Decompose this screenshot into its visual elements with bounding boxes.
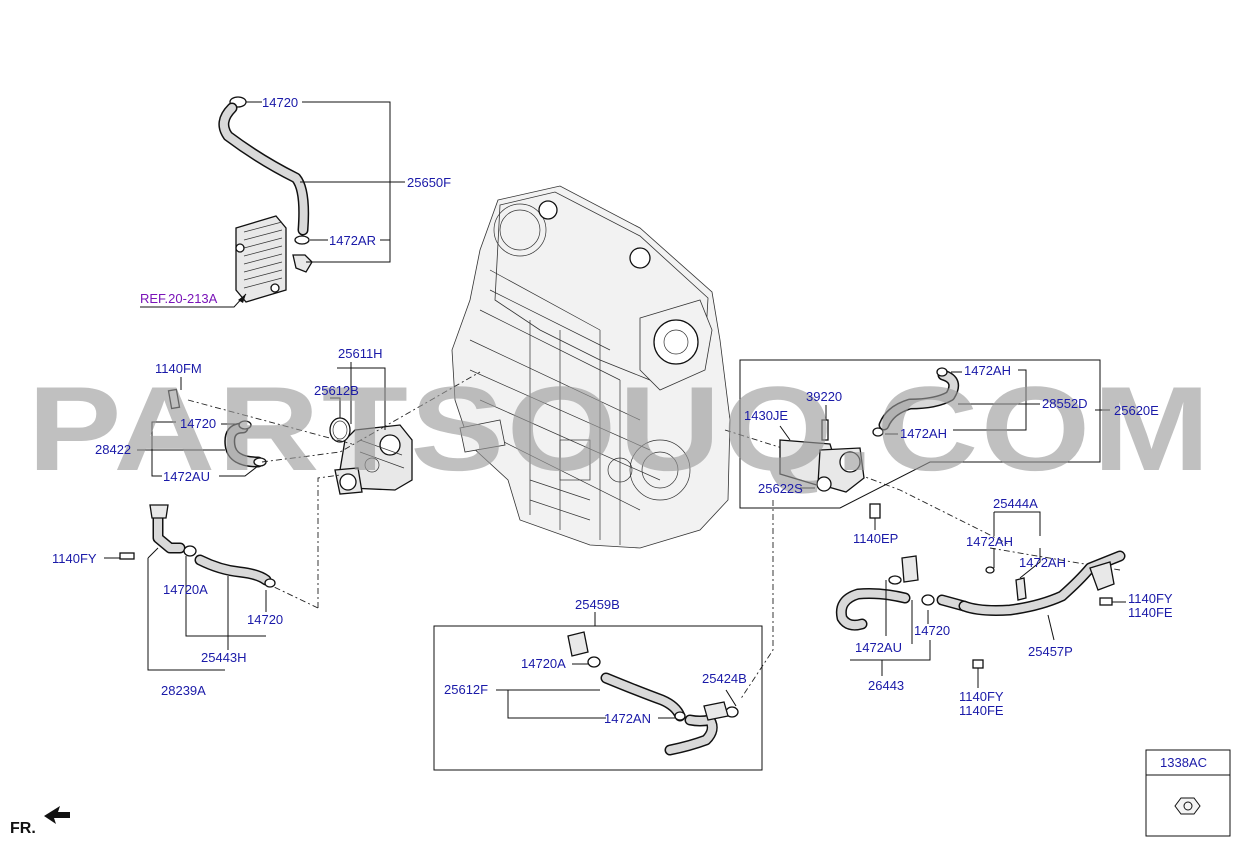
label-14720-top[interactable]: 14720 <box>262 95 298 110</box>
label-25650F[interactable]: 25650F <box>407 175 451 190</box>
front-label: FR. <box>10 820 36 837</box>
coolant-pipe-28239A <box>104 504 276 671</box>
label-1140FE-right[interactable]: 1140FE <box>1128 605 1173 620</box>
label-14720-right[interactable]: 14720 <box>914 623 950 638</box>
pipe-25457P <box>958 511 1126 688</box>
label-28422[interactable]: 28422 <box>95 442 131 457</box>
label-1472AH-mid[interactable]: 1472AH <box>900 426 947 441</box>
label-1140EP[interactable]: 1140EP <box>853 531 898 546</box>
label-1472AR[interactable]: 1472AR <box>329 233 376 248</box>
label-1472AH-top[interactable]: 1472AH <box>964 363 1011 378</box>
label-1140FY-bottom[interactable]: 1140FY <box>959 689 1004 704</box>
label-25622S[interactable]: 25622S <box>758 481 803 496</box>
label-25459B[interactable]: 25459B <box>575 597 620 612</box>
label-25612B[interactable]: 25612B <box>314 383 359 398</box>
front-direction-icon <box>44 806 70 824</box>
legend-1338AC <box>1145 749 1231 837</box>
label-28552D[interactable]: 28552D <box>1042 396 1088 411</box>
label-25611H[interactable]: 25611H <box>338 346 383 361</box>
label-14720-mid[interactable]: 14720 <box>180 416 216 431</box>
label-14720-low[interactable]: 14720 <box>247 612 283 627</box>
label-1472AU-right[interactable]: 1472AU <box>855 640 902 655</box>
label-25424B[interactable]: 25424B <box>702 671 747 686</box>
label-25457P[interactable]: 25457P <box>1028 644 1073 659</box>
engine-assembly <box>451 185 731 549</box>
label-1430JE[interactable]: 1430JE <box>744 408 788 423</box>
label-28239A[interactable]: 28239A <box>161 683 206 698</box>
label-1140FY-right[interactable]: 1140FY <box>1128 591 1173 606</box>
label-25443H[interactable]: 25443H <box>201 650 247 665</box>
label-1472AN[interactable]: 1472AN <box>604 711 651 726</box>
hose-28422-group <box>137 377 267 477</box>
label-1472AU-left[interactable]: 1472AU <box>163 469 210 484</box>
label-25620E[interactable]: 25620E <box>1114 403 1159 418</box>
label-1338AC[interactable]: 1338AC <box>1160 755 1207 770</box>
watermark: PARTSOUQ.COM <box>28 362 1213 496</box>
label-ref-20-213A[interactable]: REF.20-213A <box>140 291 218 306</box>
label-1140FE-bottom[interactable]: 1140FE <box>959 703 1004 718</box>
label-1140FM[interactable]: 1140FM <box>155 361 202 376</box>
hose-26443-group <box>835 555 970 676</box>
label-1472AH-r1[interactable]: 1472AH <box>966 534 1013 549</box>
bolt-1140EP <box>869 503 881 519</box>
label-14720A-left[interactable]: 14720A <box>163 582 208 597</box>
label-1140FY-left[interactable]: 1140FY <box>52 551 97 566</box>
label-39220[interactable]: 39220 <box>806 389 842 404</box>
label-26443[interactable]: 26443 <box>868 678 904 693</box>
oil-cooler-hose-group <box>140 96 405 308</box>
box-25459B <box>433 612 763 771</box>
oil-cooler <box>235 215 287 303</box>
label-1472AH-r2[interactable]: 1472AH <box>1019 555 1066 570</box>
label-14720A-box[interactable]: 14720A <box>521 656 566 671</box>
label-25444A[interactable]: 25444A <box>993 496 1038 511</box>
label-25612F[interactable]: 25612F <box>444 682 488 697</box>
box-25620E <box>739 359 1110 509</box>
part-labels: 14720 25650F 1472AR REF.20-213A 25611H 2… <box>10 95 1207 837</box>
